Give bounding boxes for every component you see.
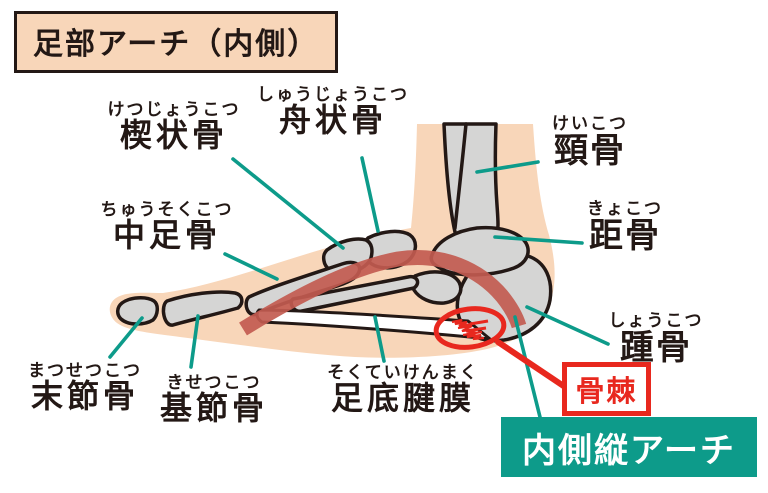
leader-medial-arch [513,315,542,419]
leader-cuneiform [231,157,345,250]
kanji-tibia: 頸骨 [554,131,626,172]
leader-metatarsal [223,252,279,281]
kanji-proximal-phalanx: 基節骨 [159,389,268,428]
arch-band [239,250,527,336]
label-calcaneus: しょうこつ 踵骨 [586,312,726,366]
furigana-talus: きょこつ [587,199,663,219]
bone-spur-scribble [451,318,489,341]
kanji-cuneiform: 楔状骨 [119,116,228,155]
furigana-cuneiform: けつじょうこつ [107,100,241,120]
furigana-tibia: けいこつ [552,114,628,134]
tibia-ridge-line [453,122,468,230]
furigana-proximal-phalanx: きせつこつ [166,373,262,393]
label-metatarsal: ちゅうそくこつ 中足骨 [87,201,247,253]
furigana-distal-phalanx: まつせつこつ [28,361,142,381]
leader-tibia [475,160,540,174]
label-plantar-fascia: そくていけんまく 足底腱膜 [317,364,489,416]
label-talus: きょこつ 距骨 [555,200,695,254]
kanji-talus: 距骨 [589,216,661,257]
kanji-plantar-fascia: 足底腱膜 [330,379,475,418]
label-cuneiform: けつじょうこつ 楔状骨 [94,101,254,153]
leader-talus [493,235,584,245]
kanji-navicular: 舟状骨 [278,101,387,140]
bone-spur-leader [495,339,571,392]
leader-plantar-fascia [373,315,386,363]
leader-calcaneus [525,305,610,346]
leader-navicular [360,156,380,233]
distal-phalanx-bone [116,296,159,326]
kanji-distal-phalanx: 末節骨 [30,377,139,416]
label-distal-phalanx: まつせつこつ 末節骨 [14,362,156,414]
leader-distal-phalanx [108,316,144,359]
furigana-plantar-fascia: そくていけんまく [327,363,479,383]
proximal-phalanx-bone [161,290,244,327]
label-navicular: しゅうじょうこつ 舟状骨 [247,86,419,138]
medial-arch-callout: 内側縦アーチ [501,417,757,477]
kanji-calcaneus: 踵骨 [620,328,692,369]
leader-proximal-phalanx [189,314,200,369]
bone-spur-callout: 骨棘 [562,362,651,416]
kanji-metatarsal: 中足骨 [112,216,221,255]
diagram-title: 足部アーチ（内側） [14,11,339,73]
bone-spur-circle [433,306,507,350]
furigana-calcaneus: しょうこつ [608,311,704,331]
furigana-navicular: しゅうじょうこつ [257,85,409,105]
label-proximal-phalanx: きせつこつ 基節骨 [143,374,285,426]
furigana-metatarsal: ちゅうそくこつ [100,200,234,220]
label-tibia: けいこつ 頸骨 [520,115,660,169]
